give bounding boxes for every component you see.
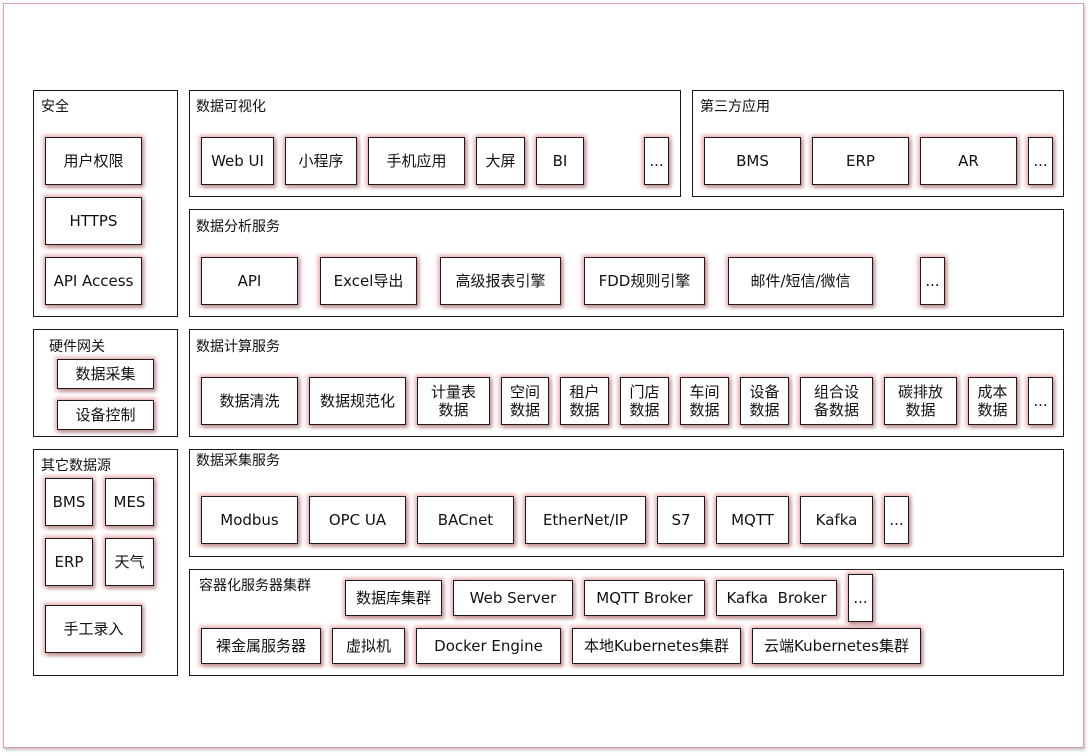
other-weather-box: 天气 [105, 538, 154, 586]
collection-more-box: ... [884, 496, 909, 544]
other-erp-box: ERP [45, 538, 93, 586]
other-mes-box: MES [105, 478, 154, 526]
mini-program-box: 小程序 [285, 137, 357, 185]
mqtt-broker-box: MQTT Broker [584, 580, 705, 616]
virtual-machine-box: 虚拟机 [332, 628, 405, 664]
mail-sms-wechat-box: 邮件/短信/微信 [728, 257, 873, 305]
s7-box: S7 [657, 496, 705, 544]
mobile-app-box: 手机应用 [368, 137, 465, 185]
other-sources-title: 其它数据源 [41, 458, 111, 474]
cost-data-box: 成本数据 [968, 377, 1017, 425]
bacnet-box: BACnet [417, 496, 514, 544]
local-k8s-box: 本地Kubernetes集群 [572, 628, 741, 664]
kafka-broker-box: Kafka Broker [716, 580, 837, 616]
store-data-box: 门店数据 [620, 377, 669, 425]
diagram-frame [3, 3, 1084, 748]
web-ui-box: Web UI [201, 137, 274, 185]
workshop-data-box: 车间数据 [680, 377, 729, 425]
cluster-title: 容器化服务器集群 [199, 578, 311, 594]
docker-engine-box: Docker Engine [416, 628, 561, 664]
visualization-more-box: ... [644, 137, 669, 185]
bare-metal-box: 裸金属服务器 [201, 628, 321, 664]
security-title: 安全 [41, 99, 69, 115]
gateway-device-control-box: 设备控制 [57, 400, 154, 430]
web-server-box: Web Server [453, 580, 573, 616]
https-box: HTTPS [45, 197, 142, 245]
carbon-data-box: 碳排放数据 [884, 377, 957, 425]
analysis-title: 数据分析服务 [196, 219, 280, 235]
gateway-data-collection-box: 数据采集 [57, 359, 154, 389]
third-party-more-box: ... [1028, 137, 1053, 185]
device-data-box: 设备数据 [740, 377, 789, 425]
third-party-bms-box: BMS [704, 137, 801, 185]
manual-entry-box: 手工录入 [45, 605, 142, 653]
cluster-more-box: ... [848, 574, 873, 622]
compute-more-box: ... [1028, 377, 1053, 425]
data-normalization-box: 数据规范化 [309, 377, 406, 425]
excel-export-box: Excel导出 [320, 257, 417, 305]
fdd-engine-box: FDD规则引擎 [584, 257, 705, 305]
cloud-k8s-box: 云端Kubernetes集群 [752, 628, 921, 664]
combined-device-data-box: 组合设备数据 [800, 377, 873, 425]
analysis-more-box: ... [920, 257, 945, 305]
third-party-title: 第三方应用 [700, 99, 770, 115]
tenant-data-box: 租户数据 [560, 377, 609, 425]
ethernet-ip-box: EtherNet/IP [525, 496, 646, 544]
collection-title: 数据采集服务 [196, 453, 280, 469]
data-cleaning-box: 数据清洗 [201, 377, 298, 425]
api-box: API [201, 257, 298, 305]
report-engine-box: 高级报表引擎 [440, 257, 561, 305]
bi-box: BI [536, 137, 584, 185]
visualization-title: 数据可视化 [196, 99, 266, 115]
third-party-erp-box: ERP [812, 137, 909, 185]
kafka-box: Kafka [800, 496, 873, 544]
meter-data-box: 计量表数据 [417, 377, 490, 425]
modbus-box: Modbus [201, 496, 298, 544]
user-permission-box: 用户权限 [45, 137, 142, 185]
mqtt-box: MQTT [716, 496, 789, 544]
db-cluster-box: 数据库集群 [345, 580, 442, 616]
big-screen-box: 大屏 [476, 137, 525, 185]
api-access-box: API Access [45, 257, 142, 305]
space-data-box: 空间数据 [501, 377, 549, 425]
opc-ua-box: OPC UA [309, 496, 406, 544]
third-party-ar-box: AR [920, 137, 1017, 185]
compute-title: 数据计算服务 [196, 339, 280, 355]
other-bms-box: BMS [45, 478, 93, 526]
gateway-title: 硬件网关 [49, 339, 105, 355]
